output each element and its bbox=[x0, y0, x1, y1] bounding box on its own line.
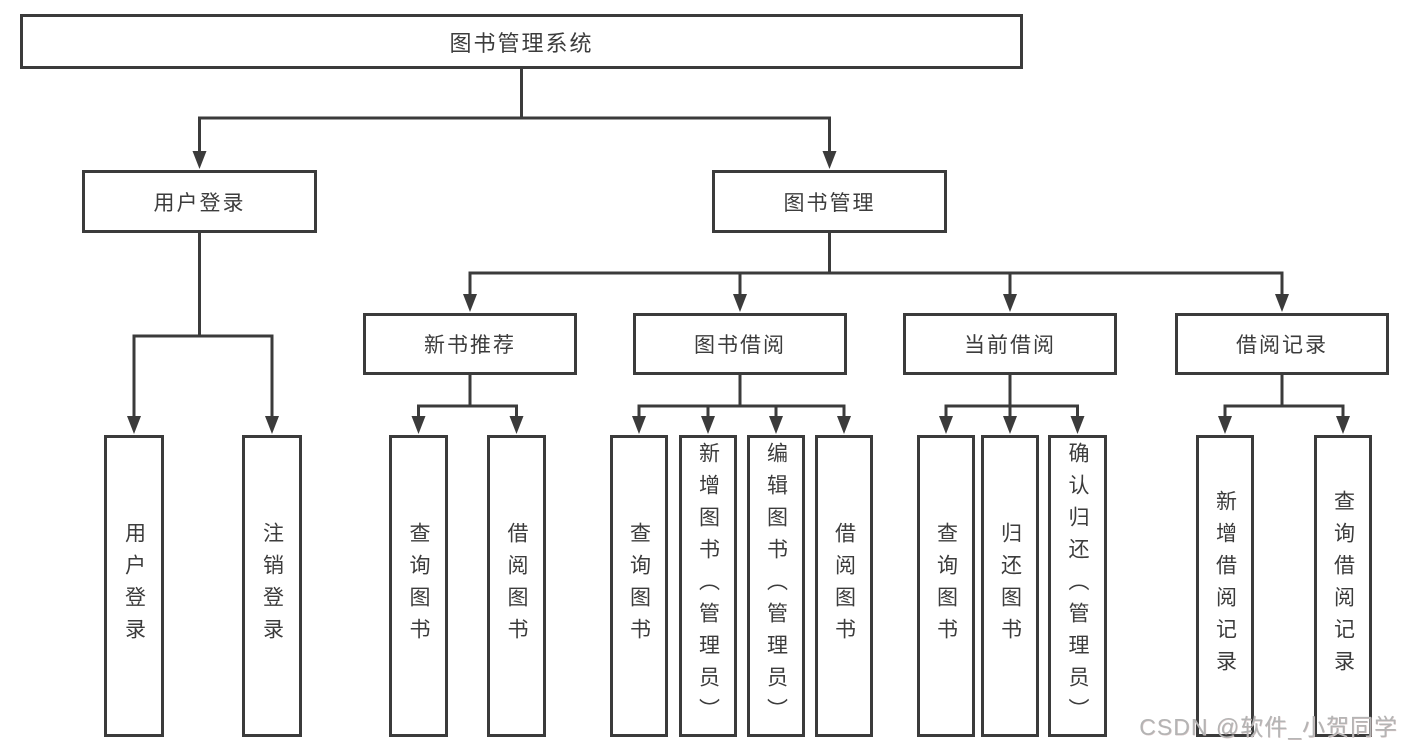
node-label: 查询借阅记录 bbox=[1331, 490, 1355, 682]
node-label: 借阅图书 bbox=[505, 522, 528, 650]
node-label: 借阅图书 bbox=[832, 522, 856, 650]
leaf-edit-books-admin: 编辑图书（管理员） bbox=[747, 435, 805, 737]
leaf-query-books: 查询图书 bbox=[389, 435, 448, 737]
node-label: 归还图书 bbox=[998, 522, 1022, 650]
node-label: 查询图书 bbox=[407, 522, 430, 650]
leaf-add-books-admin: 新增图书（管理员） bbox=[679, 435, 737, 737]
node-label: 确认归还（管理员） bbox=[1066, 442, 1089, 730]
node-label: 新增借阅记录 bbox=[1213, 490, 1237, 682]
leaf-query-borrow-record: 查询借阅记录 bbox=[1314, 435, 1372, 737]
node-label: 编辑图书（管理员） bbox=[764, 442, 788, 730]
node-book-borrow: 图书借阅 bbox=[633, 313, 847, 375]
node-label: 查询图书 bbox=[934, 522, 958, 650]
arrowheads bbox=[127, 151, 1350, 434]
node-label: 注销登录 bbox=[260, 522, 284, 650]
node-root-system: 图书管理系统 bbox=[20, 14, 1023, 69]
node-label: 查询图书 bbox=[627, 522, 651, 650]
leaf-query-books: 查询图书 bbox=[917, 435, 975, 737]
node-user-login: 用户登录 bbox=[82, 170, 317, 233]
node-current-borrow: 当前借阅 bbox=[903, 313, 1117, 375]
node-label: 用户登录 bbox=[122, 522, 146, 650]
leaf-confirm-return-admin: 确认归还（管理员） bbox=[1048, 435, 1107, 737]
leaf-query-books: 查询图书 bbox=[610, 435, 668, 737]
node-borrow-records: 借阅记录 bbox=[1175, 313, 1389, 375]
node-label: 新增图书（管理员） bbox=[696, 442, 720, 730]
leaf-borrow-books: 借阅图书 bbox=[815, 435, 873, 737]
leaf-user-login: 用户登录 bbox=[104, 435, 164, 737]
leaf-logout: 注销登录 bbox=[242, 435, 302, 737]
node-new-book-recommend: 新书推荐 bbox=[363, 313, 577, 375]
leaf-return-books: 归还图书 bbox=[981, 435, 1039, 737]
leaf-borrow-books: 借阅图书 bbox=[487, 435, 546, 737]
node-book-management: 图书管理 bbox=[712, 170, 947, 233]
leaf-add-borrow-record: 新增借阅记录 bbox=[1196, 435, 1254, 737]
